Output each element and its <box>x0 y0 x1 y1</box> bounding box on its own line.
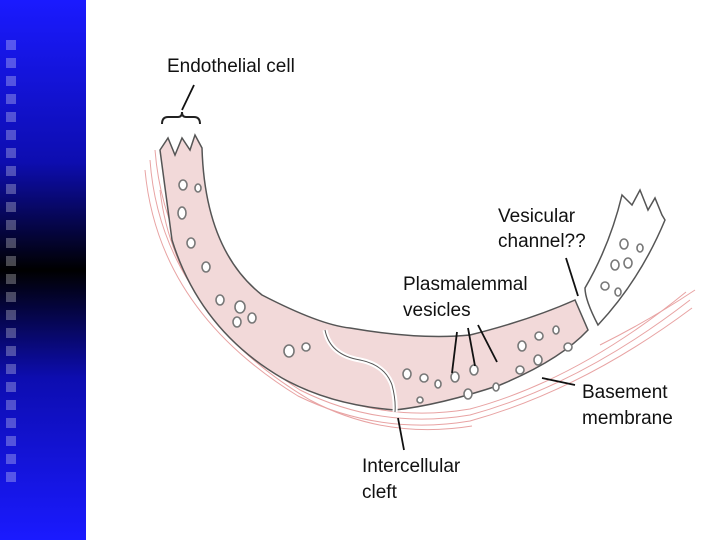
label-vesicular-line1: Vesicular <box>498 206 576 227</box>
endothelial-brace <box>161 111 201 125</box>
label-vesicular-line2: channel?? <box>498 231 586 252</box>
channel-vesicles <box>600 238 644 297</box>
label-intercellular-line1: Intercellular <box>362 456 461 477</box>
label-basement-line1: Basement <box>582 382 668 403</box>
endothelial-cell-body <box>159 133 589 411</box>
label-basement-line2: membrane <box>582 408 673 429</box>
slide-sidebar <box>0 0 86 540</box>
label-intercellular-line2: cleft <box>362 482 398 503</box>
label-endothelial-cell: Endothelial cell <box>167 56 295 77</box>
label-plasmalemmal-line1: Plasmalemmal <box>403 274 528 295</box>
leader-lines <box>181 84 579 451</box>
sidebar-bullet-column <box>4 40 20 500</box>
label-plasmalemmal-line2: vesicles <box>403 300 471 321</box>
vesicular-channel-cell <box>584 188 666 327</box>
plasmalemmal-vesicles <box>177 179 573 404</box>
